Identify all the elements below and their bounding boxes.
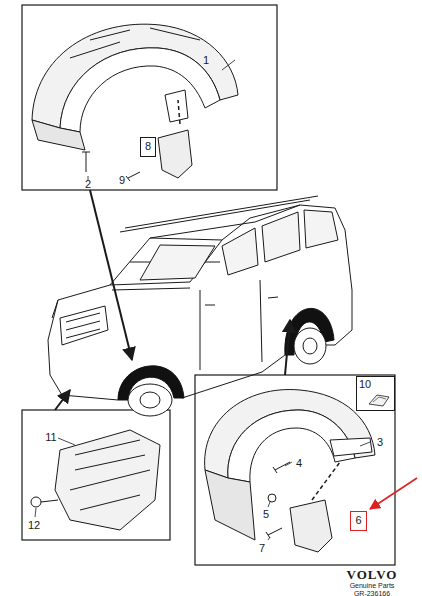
front-wheel-liner — [60, 48, 220, 132]
brand-subtitle: Genuine Parts — [350, 582, 395, 589]
callout-number: 5 — [263, 509, 269, 520]
splash-shield — [55, 430, 160, 530]
leader-line — [360, 442, 370, 446]
callout-number: 1 — [203, 55, 209, 66]
inset-panel — [22, 5, 395, 565]
inset-panel — [22, 5, 277, 190]
fastener — [266, 528, 282, 538]
car-body — [200, 280, 278, 370]
callout-number: 8 — [141, 138, 155, 155]
car-body — [140, 245, 215, 280]
screw — [82, 152, 140, 181]
leader-line — [58, 438, 75, 445]
leader-line — [268, 537, 270, 540]
callout-number: 4 — [296, 458, 302, 469]
callout-number: 9 — [119, 175, 125, 186]
splash-shield — [55, 430, 160, 530]
wheel — [294, 328, 326, 364]
car-body — [66, 313, 100, 338]
drawing-number: GR-236166 — [354, 590, 390, 596]
rear-wheel-liner — [205, 390, 375, 540]
leader-line — [55, 190, 290, 410]
leader-line — [312, 462, 340, 500]
leader-line — [90, 190, 132, 360]
screw — [126, 172, 140, 181]
leader-line — [35, 438, 75, 517]
symbol-box: 10 — [356, 376, 395, 411]
brand-logo: VOLVO — [347, 567, 398, 583]
fastener — [266, 462, 290, 538]
wheel — [128, 384, 172, 416]
splash-shield — [70, 440, 150, 510]
clip — [31, 497, 58, 507]
rear-wheel-liner — [330, 438, 372, 456]
callout-number: 7 — [259, 543, 265, 554]
callout-number: 3 — [377, 437, 383, 448]
leader-line — [55, 390, 70, 410]
mud-flap — [290, 500, 332, 552]
callout-number: 6 — [351, 512, 366, 529]
leader-line — [35, 508, 36, 517]
leader-line — [285, 462, 292, 466]
leader-line — [222, 60, 235, 70]
wheel — [140, 392, 160, 408]
leader-line — [268, 502, 270, 507]
car-body — [60, 306, 108, 345]
callout-number: 10 — [357, 377, 394, 392]
callout-number: 11 — [45, 432, 56, 443]
inset-panel — [22, 410, 170, 540]
callout-box: 6 — [350, 511, 367, 531]
callout-number: 2 — [85, 179, 91, 190]
inset-panel — [195, 375, 395, 565]
liner-icon — [367, 392, 391, 408]
front-wheel-liner — [32, 120, 85, 150]
leader-line — [178, 100, 180, 124]
front-wheel-liner — [32, 24, 238, 150]
screw — [82, 152, 90, 172]
liner-icon — [373, 397, 386, 402]
rear-wheel-liner — [205, 470, 255, 540]
fastener — [273, 462, 290, 473]
callout-number: 12 — [28, 520, 40, 531]
clip — [31, 497, 41, 507]
mud-flap — [158, 130, 192, 178]
car-body — [48, 196, 352, 400]
wheel — [303, 338, 317, 354]
pointer-arrow — [370, 478, 417, 509]
mud-flap — [290, 500, 332, 552]
leader-line — [285, 320, 290, 375]
fastener — [268, 494, 276, 502]
front-wheel-liner — [70, 28, 200, 58]
mud-flap — [158, 130, 192, 178]
clip — [41, 500, 58, 502]
front-wheel-liner — [165, 90, 188, 122]
liner-icon — [369, 395, 389, 406]
callout-box: 8 — [140, 137, 156, 157]
car-body — [222, 210, 338, 275]
leader-line — [88, 60, 235, 180]
